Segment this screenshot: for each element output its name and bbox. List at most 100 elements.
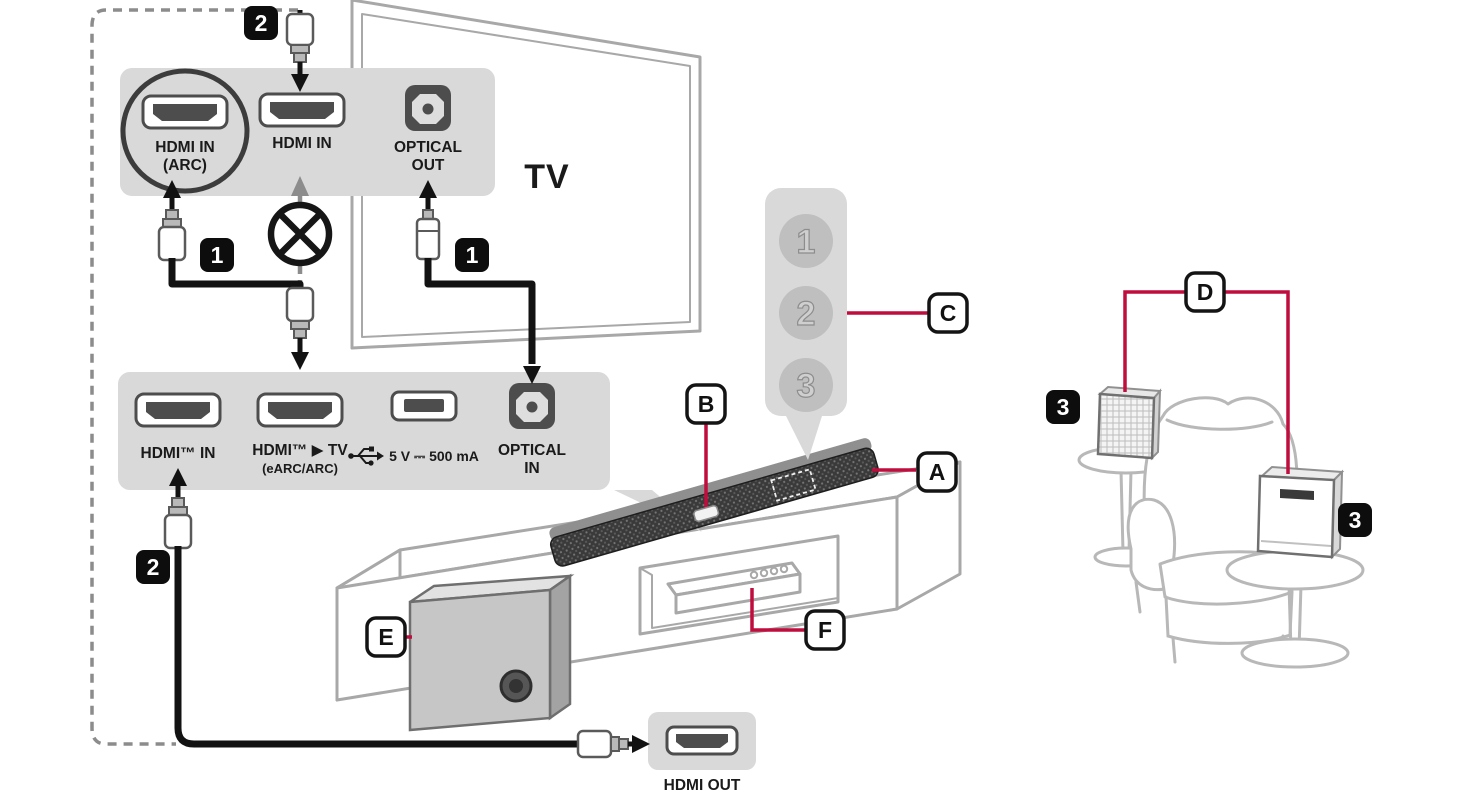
step-badge-3-left: 3 xyxy=(1046,390,1080,424)
port-label: OUT xyxy=(412,157,445,174)
step-number: 2 xyxy=(255,10,268,36)
callout-a: A xyxy=(916,451,958,493)
tv-port-hdmi-in: HDMI IN xyxy=(258,92,346,152)
cable-hdmi-bottom xyxy=(163,468,650,759)
hdmi-port-icon xyxy=(256,392,344,428)
step-badge-1-optical: 1 xyxy=(455,238,489,272)
step-badge-3-right: 3 xyxy=(1338,503,1372,537)
soundbar-display-window xyxy=(693,504,720,522)
step-number: 1 xyxy=(466,242,479,268)
callout-letter: F xyxy=(818,617,832,643)
surround-speaker-right xyxy=(1256,465,1345,560)
port-label: HDMI IN xyxy=(272,135,331,152)
port-label: HDMI OUT xyxy=(664,777,741,794)
player-button xyxy=(769,566,779,576)
speaker-slot xyxy=(1280,489,1314,500)
soundbar-port-hdmi-in: HDMI™ IN xyxy=(134,392,222,462)
hdmi-plug-icon xyxy=(157,198,187,262)
tv-port-optical-out: OPTICAL OUT xyxy=(394,85,462,174)
hdmi-port-icon xyxy=(134,392,222,428)
selector-button-1: 1 xyxy=(779,214,833,268)
selector-button-3: 3 xyxy=(779,358,833,412)
selector-button-label: 2 xyxy=(797,295,816,333)
subwoofer xyxy=(408,573,575,732)
callout-letter: D xyxy=(1197,279,1214,305)
port-label: (ARC) xyxy=(163,157,207,174)
step-number: 3 xyxy=(1349,507,1362,533)
port-label: OPTICAL xyxy=(498,442,566,459)
callout-letter: B xyxy=(698,391,715,417)
media-player xyxy=(666,561,802,615)
selector-pointer-wedge xyxy=(786,416,822,460)
selector-button-2: 2 xyxy=(779,286,833,340)
arrow-up-icon xyxy=(419,180,437,198)
arrow-right-icon xyxy=(632,735,650,753)
port-label: (eARC/ARC) xyxy=(262,461,338,476)
player-button xyxy=(779,564,789,574)
tv-label: TV xyxy=(524,158,569,196)
soundbar-ports-panel: HDMI™ IN HDMI™ ▶ TV (eARC/ARC) xyxy=(118,372,610,490)
hdmi-port-icon xyxy=(258,92,346,128)
soundbar-control-area xyxy=(770,468,817,502)
step-number: 2 xyxy=(147,554,160,580)
optical-plug-icon xyxy=(415,198,441,261)
step-badge-2-bottom: 2 xyxy=(136,550,170,584)
callout-line-f xyxy=(750,588,806,632)
forbidden-connection xyxy=(267,176,333,286)
no-connection-icon xyxy=(267,201,333,267)
tv-port-hdmi-in-arc: HDMI IN (ARC) xyxy=(141,94,229,174)
player-button xyxy=(759,568,769,578)
port-label: HDMI™ IN xyxy=(141,445,216,462)
cable-hdmi-arc xyxy=(157,180,315,370)
callout-e: E xyxy=(365,616,407,658)
surround-speaker-left xyxy=(1096,385,1163,461)
selector-button-label: 1 xyxy=(797,223,816,261)
callout-b: B xyxy=(685,383,727,425)
soundbar-port-usb: 5 V ⎓ 500 mA xyxy=(348,390,479,466)
speaker-grille xyxy=(1096,392,1156,460)
port-label: 5 V ⎓ 500 mA xyxy=(389,448,479,464)
port-label: HDMI™ ▶ TV xyxy=(252,442,348,459)
arc-port-highlight-circle xyxy=(120,68,250,194)
hdmi-plug-icon xyxy=(163,486,193,550)
dashed-cable-route xyxy=(90,8,298,746)
arrow-down-icon xyxy=(523,366,541,384)
side-table-right xyxy=(1225,549,1365,669)
arrow-up-icon xyxy=(169,468,187,486)
step-badge-2-top: 2 xyxy=(244,6,278,40)
player-button xyxy=(749,570,759,580)
hdmi-plug-icon xyxy=(285,12,315,63)
callout-letter: E xyxy=(378,624,393,650)
step-badge-1-arc: 1 xyxy=(200,238,234,272)
port-label: IN xyxy=(524,460,540,477)
arrow-up-icon xyxy=(163,180,181,198)
arrow-down-icon xyxy=(291,352,309,370)
cable-optical xyxy=(415,180,541,384)
optical-port-icon xyxy=(405,85,451,131)
callout-f: F xyxy=(804,609,846,651)
port-label: HDMI IN xyxy=(155,139,214,156)
hdmi-out-panel: HDMI OUT xyxy=(648,712,756,794)
source-selector-panel: 1 2 3 xyxy=(765,188,847,460)
soundbar-port-optical-in: OPTICAL IN xyxy=(498,383,566,477)
step-number: 3 xyxy=(1057,394,1070,420)
callout-letter: A xyxy=(929,459,946,485)
soundbar-port-hdmi-tv: HDMI™ ▶ TV (eARC/ARC) xyxy=(252,392,348,476)
arrow-down-icon xyxy=(291,74,309,92)
hdmi-port-icon xyxy=(665,725,739,756)
optical-port-icon xyxy=(509,383,555,429)
hdmi-plug-icon xyxy=(576,729,629,759)
cable-hdmi-top xyxy=(285,10,315,92)
tv-ports-panel: HDMI IN (ARC) HDMI IN OPTICAL OUT xyxy=(120,68,495,196)
callout-d: D xyxy=(1184,271,1226,313)
usb-icon xyxy=(348,446,384,466)
step-number: 1 xyxy=(211,242,224,268)
arrow-up-icon xyxy=(291,176,309,196)
hdmi-port-icon xyxy=(141,94,229,130)
port-label: OPTICAL xyxy=(394,139,462,156)
selector-button-label: 3 xyxy=(797,367,816,405)
hdmi-plug-icon xyxy=(285,286,315,339)
usb-port-icon xyxy=(390,390,458,422)
callout-letter: C xyxy=(940,300,957,326)
